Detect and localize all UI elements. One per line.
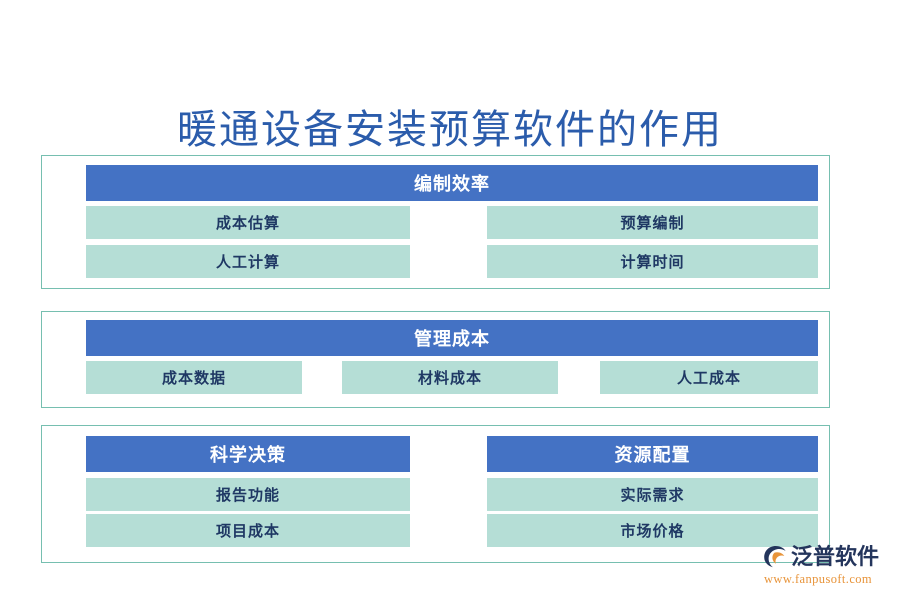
section-header-compilation-efficiency: 编制效率 (86, 165, 818, 201)
item-box: 项目成本 (86, 514, 410, 547)
brand-logo: 泛普软件 www.fanpusoft.com (762, 543, 896, 589)
item-box: 实际需求 (487, 478, 818, 511)
section-header-management-cost: 管理成本 (86, 320, 818, 356)
item-box: 计算时间 (487, 245, 818, 278)
section-header-resource-allocation: 资源配置 (487, 436, 818, 472)
section-header-scientific-decision: 科学决策 (86, 436, 410, 472)
item-box: 成本估算 (86, 206, 410, 239)
page-title: 暖通设备安装预算软件的作用 (177, 107, 723, 152)
item-box: 成本数据 (86, 361, 302, 394)
item-box: 材料成本 (342, 361, 558, 394)
item-box: 人工计算 (86, 245, 410, 278)
item-box: 报告功能 (86, 478, 410, 511)
fanpu-swoosh-icon (762, 544, 788, 570)
item-box: 预算编制 (487, 206, 818, 239)
item-box: 人工成本 (600, 361, 818, 394)
item-box: 市场价格 (487, 514, 818, 547)
brand-logo-row: 泛普软件 (762, 543, 896, 571)
brand-url: www.fanpusoft.com (764, 572, 873, 586)
brand-name: 泛普软件 (791, 544, 880, 569)
